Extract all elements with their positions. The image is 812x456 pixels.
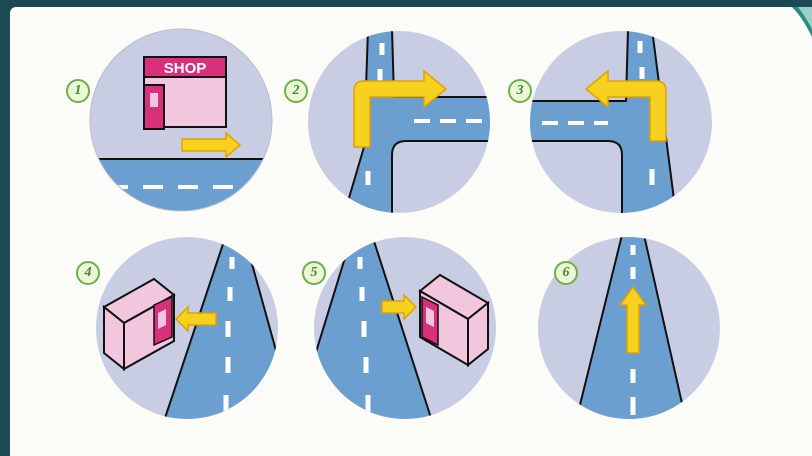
step-number: 4 bbox=[76, 261, 100, 285]
corner-decoration bbox=[752, 7, 812, 47]
shop-sign-text: SHOP bbox=[164, 60, 207, 77]
panel-2 bbox=[306, 29, 492, 215]
step-number: 6 bbox=[554, 261, 578, 285]
step-number: 2 bbox=[284, 79, 308, 103]
instruction-card: SHOP 1 2 bbox=[10, 7, 812, 456]
step-number: 3 bbox=[508, 79, 532, 103]
panel-4 bbox=[94, 235, 280, 421]
panel-5 bbox=[312, 235, 498, 421]
panel-3 bbox=[528, 29, 714, 215]
step-number: 5 bbox=[302, 261, 326, 285]
step-number: 1 bbox=[66, 79, 90, 103]
panel-1: SHOP bbox=[88, 27, 274, 213]
